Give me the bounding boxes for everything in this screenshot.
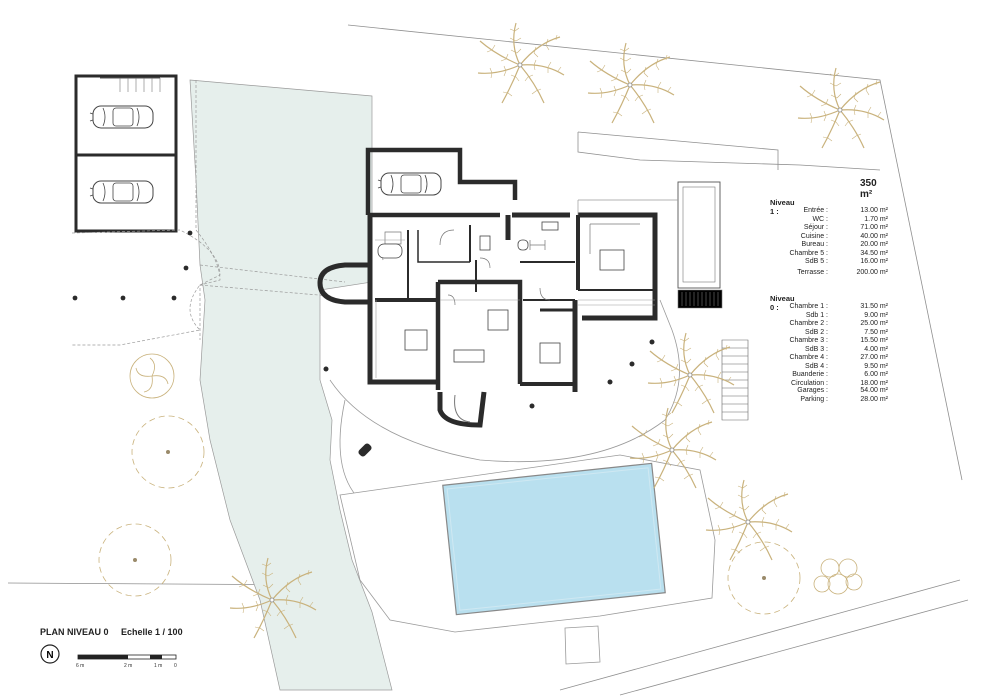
level1-room-area: 1.70 m²	[864, 215, 888, 223]
level1-room-name: Cuisine :	[800, 232, 828, 240]
scale-mark-0: 0	[174, 663, 177, 669]
level1-room-name: Chambre 5 :	[789, 249, 828, 257]
level0-room-name: Chambre 1 :	[789, 303, 828, 310]
level1-row: Séjour : 71.00 m²	[738, 223, 888, 233]
level0-room-area: 15.50 m²	[860, 337, 888, 344]
level1-room-name: Entrée :	[803, 207, 828, 214]
level0-room-area: 18.00 m²	[860, 379, 888, 387]
level0-row: SdB 4 : 9.50 m²	[738, 362, 888, 372]
level1-room-name: SdB 5 :	[805, 258, 828, 265]
level0-row: Chambre 3 : 15.50 m²	[738, 336, 888, 346]
level1-row: Bureau : 20.00 m²	[738, 240, 888, 250]
scale-mark-2m: 2 m	[124, 663, 133, 669]
level0-room-area: 27.00 m²	[860, 354, 888, 361]
level1-row: Entrée : 13.00 m²	[738, 206, 888, 216]
swimming-pool	[442, 462, 666, 616]
north-letter: N	[46, 650, 53, 661]
level1-room-area: 71.00 m²	[860, 224, 888, 231]
level0-room-name: Sdb 1 :	[805, 311, 828, 319]
parking-value: 28.00 m²	[860, 396, 888, 403]
level0-row: Buanderie : 6.00 m²	[738, 370, 888, 380]
scale-mark-6m: 6 m	[76, 663, 85, 669]
level1-room-name: Séjour :	[803, 224, 828, 231]
level1-room-area: 40.00 m²	[860, 232, 888, 240]
level1-room-name: Bureau :	[801, 241, 828, 248]
level1-room-area: 20.00 m²	[860, 241, 888, 248]
plan-scale: Echelle 1 / 100	[121, 627, 183, 637]
terrace-row: Terrasse : 200.00 m²	[738, 268, 888, 278]
level0-room-area: 31.50 m²	[860, 303, 888, 310]
level0-room-area: 9.50 m²	[864, 362, 888, 370]
level0-row: Chambre 4 : 27.00 m²	[738, 353, 888, 363]
trees	[98, 22, 885, 639]
level1-title: Niveau 1 :	[770, 198, 795, 216]
level1-row: Chambre 5 : 34.50 m²	[738, 249, 888, 259]
parking-name: Parking :	[800, 396, 828, 403]
garages-row: Garages : 54.00 m²	[738, 386, 888, 396]
level0-room-name: Circulation :	[791, 379, 828, 387]
level0-room-name: Chambre 4 :	[789, 354, 828, 361]
level0-room-area: 25.00 m²	[860, 320, 888, 327]
level0-room-area: 4.00 m²	[864, 345, 888, 353]
level0-row: SdB 2 : 7.50 m²	[738, 328, 888, 338]
level0-room-area: 6.00 m²	[864, 371, 888, 378]
north-arrow: N	[40, 644, 60, 664]
level0-row: Circulation : 18.00 m²	[738, 379, 888, 389]
scale-bar	[77, 654, 177, 660]
total-area: 350 m²	[860, 178, 877, 200]
level1-room-name: WC :	[812, 215, 828, 223]
terrace-name: Terrasse :	[797, 269, 828, 276]
level1-row: WC : 1.70 m²	[738, 215, 888, 225]
scale-mark-1m: 1 m	[154, 663, 163, 669]
level0-row: Sdb 1 : 9.00 m²	[738, 311, 888, 321]
level0-row: Chambre 1 : 31.50 m²	[738, 302, 888, 312]
level0-row: SdB 3 : 4.00 m²	[738, 345, 888, 355]
parking-row: Parking : 28.00 m²	[738, 395, 888, 405]
level0-room-area: 9.00 m²	[864, 311, 888, 319]
plan-title-block: PLAN NIVEAU 0 Echelle 1 / 100	[40, 627, 193, 637]
level1-row: SdB 5 : 16.00 m²	[738, 257, 888, 267]
driveway	[189, 79, 393, 691]
plan-title: PLAN NIVEAU 0	[40, 627, 109, 637]
level0-room-name: Buanderie :	[792, 371, 828, 378]
level1-room-area: 16.00 m²	[860, 258, 888, 265]
house-walls	[317, 147, 658, 428]
level0-room-name: Chambre 2 :	[789, 320, 828, 327]
level1-room-area: 34.50 m²	[860, 249, 888, 257]
level0-room-name: Chambre 3 :	[789, 337, 828, 344]
garages-name: Garages :	[797, 387, 828, 394]
level1-room-area: 13.00 m²	[860, 207, 888, 214]
garages-value: 54.00 m²	[860, 387, 888, 394]
level1-row: Cuisine : 40.00 m²	[738, 232, 888, 242]
level0-room-name: SdB 2 :	[805, 328, 828, 336]
level0-row: Chambre 2 : 25.00 m²	[738, 319, 888, 329]
level0-title: Niveau 0 :	[770, 294, 795, 312]
level0-room-area: 7.50 m²	[864, 328, 888, 336]
terrace-value: 200.00 m²	[856, 269, 888, 276]
garage-block	[74, 74, 178, 233]
level0-room-name: SdB 3 :	[805, 345, 828, 353]
level0-room-name: SdB 4 :	[805, 362, 828, 370]
